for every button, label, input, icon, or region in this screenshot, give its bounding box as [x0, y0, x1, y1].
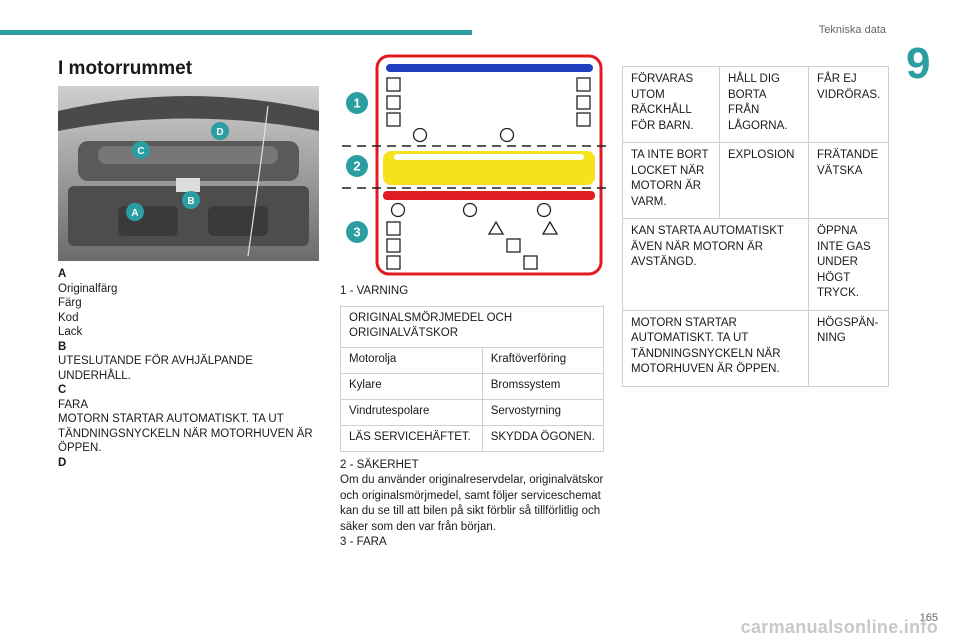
svg-text:C: C — [137, 146, 144, 157]
section-1-symbols — [386, 77, 591, 143]
svg-text:3: 3 — [353, 225, 360, 240]
fluids-table: ORIGINALSMÖRJMEDEL OCH ORIGINALVÄTSKOR M… — [340, 305, 605, 452]
legend-line: Originalfärg — [58, 282, 118, 295]
legend-key-a: A — [58, 268, 67, 280]
middle-column: 1 - VARNING ORIGINALSMÖRJMEDEL OCH ORIGI… — [340, 284, 606, 551]
legend-key-d: D — [58, 456, 67, 469]
watermark: carmanualsonline.info — [740, 617, 938, 637]
table-row: ORIGINALSMÖRJMEDEL OCH ORIGINALVÄTSKOR — [340, 305, 604, 348]
table-cell: SKYDDA ÖGONEN. — [481, 424, 605, 452]
diagram-marker-3: 3 — [346, 221, 368, 243]
photo-marker-c: C — [132, 141, 150, 159]
legend-line: Färg — [58, 297, 82, 309]
table-cell: Servostyrning — [481, 398, 605, 426]
table-row: FÖRVARAS UTOM RÄCKHÅLL FÖR BARN. HÅLL DI… — [622, 66, 890, 143]
chapter-number: 9 — [906, 39, 931, 88]
blue-band — [386, 64, 593, 72]
hazard-table: FÖRVARAS UTOM RÄCKHÅLL FÖR BARN. HÅLL DI… — [622, 66, 890, 387]
section-title: Tekniska data — [818, 24, 886, 36]
table-cell: Bromssystem — [481, 372, 605, 400]
svg-text:A: A — [131, 208, 138, 219]
table-cell: ORIGINALSMÖRJMEDEL OCH ORIGINALVÄTSKOR — [340, 305, 604, 348]
legend-key-c: C — [58, 384, 67, 396]
table-cell: FÅR EJ VIDRÖRAS. — [807, 66, 890, 143]
table-row: TA INTE BORT LOCKET NÄR MOTORN ÄR VARM. … — [622, 142, 890, 219]
page-number: 165 — [919, 612, 938, 624]
table-cell: FRÄTANDE VÄTSKA — [807, 142, 890, 219]
table-cell: FÖRVARAS UTOM RÄCKHÅLL FÖR BARN. — [622, 66, 720, 143]
danger-heading: 3 - FARA — [340, 536, 387, 548]
table-row: MOTORN STARTAR AUTOMATISKT. TA UT TÄNDNI… — [622, 309, 890, 387]
photo-marker-a: A — [126, 203, 144, 221]
page-title: I motorrummet — [58, 58, 193, 79]
red-band — [383, 191, 595, 200]
table-row: KAN STARTA AUTOMATISKT ÄVEN NÄR MOTORN Ä… — [622, 218, 890, 311]
legend-line: UTESLUTANDE FÖR AVHJÄLPANDE UNDERHÅLL. — [58, 355, 253, 382]
table-cell: ÖPPNA INTE GAS UNDER HÖGT TRYCK. — [807, 218, 890, 311]
engine-bay-photo: A B C D — [58, 86, 319, 261]
safety-heading: 2 - SÄKERHET — [340, 458, 419, 471]
table-cell: MOTORN STARTAR AUTOMATISKT. TA UT TÄNDNI… — [622, 309, 809, 387]
header-accent-bar — [0, 30, 472, 35]
warning-label-diagram: 1 2 3 — [342, 54, 608, 276]
svg-text:1: 1 — [353, 96, 360, 111]
photo-legend: A Originalfärg Färg Kod Lack B UTESLUTAN… — [58, 267, 320, 470]
table-cell: Kraftöverföring — [481, 346, 605, 374]
diagram-marker-1: 1 — [346, 92, 368, 114]
safety-text: Om du använder originalreservdelar, orig… — [340, 474, 604, 533]
diagram-marker-2: 2 — [346, 155, 368, 177]
legend-line: MOTORN STARTAR AUTOMATISKT. TA UT TÄNDNI… — [58, 413, 313, 454]
svg-text:D: D — [216, 127, 223, 138]
photo-marker-b: B — [182, 191, 200, 209]
table-cell: Kylare — [340, 372, 483, 400]
table-row: LÄS SERVICEHÄFTET.SKYDDA ÖGONEN. — [340, 424, 605, 452]
warning-heading: 1 - VARNING — [340, 285, 409, 297]
legend-line: Kod — [58, 311, 79, 324]
photo-marker-d: D — [211, 122, 229, 140]
legend-line: FARA — [58, 398, 89, 411]
yellow-band-highlight — [394, 154, 584, 160]
section-3-symbols — [386, 202, 559, 270]
table-cell: LÄS SERVICEHÄFTET. — [340, 424, 483, 452]
legend-line: Lack — [58, 326, 83, 338]
table-cell: KAN STARTA AUTOMATISKT ÄVEN NÄR MOTORN Ä… — [622, 218, 809, 311]
svg-text:B: B — [187, 196, 194, 207]
table-cell: Vindrutespolare — [340, 398, 483, 426]
svg-text:2: 2 — [353, 159, 360, 174]
table-cell: HÅLL DIG BORTA FRÅN LÅGORNA. — [719, 66, 809, 143]
table-cell: Motorolja — [340, 346, 483, 374]
table-cell: HÖGSPÄN-NING — [807, 309, 890, 387]
table-cell: EXPLOSION — [719, 142, 809, 219]
table-cell: TA INTE BORT LOCKET NÄR MOTORN ÄR VARM. — [622, 142, 720, 219]
legend-key-b: B — [58, 340, 67, 353]
